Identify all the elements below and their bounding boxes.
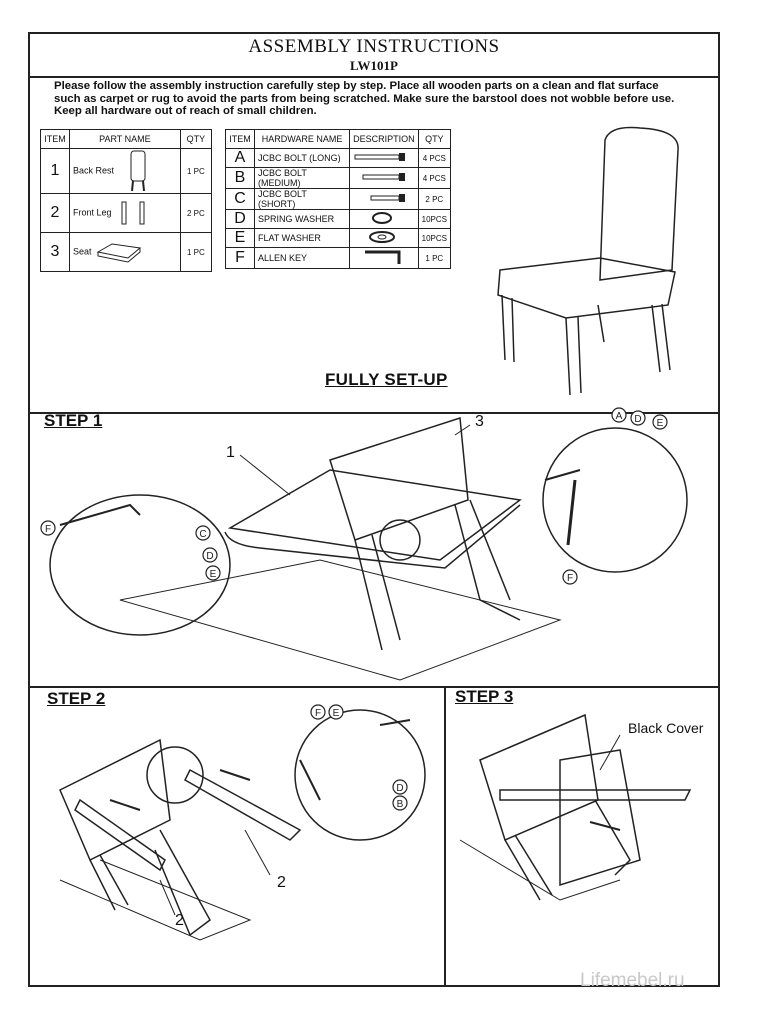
- description-cell: [349, 247, 419, 269]
- table-row: B JCBC BOLT (MEDIUM) 4 PCS: [225, 167, 452, 189]
- qty-cell: 4 PCS: [417, 167, 452, 189]
- hardware-name: JCBC BOLT (LONG): [253, 148, 351, 168]
- item-code: A: [225, 148, 255, 168]
- part-cell: Seat: [69, 232, 181, 272]
- description-cell: [349, 148, 419, 168]
- divider: [444, 686, 446, 987]
- divider: [30, 412, 718, 414]
- callout-number: 2: [175, 912, 184, 929]
- black-cover-label: Black Cover: [628, 720, 704, 736]
- qty-cell: 1 PC: [179, 148, 213, 194]
- medium-bolt-icon: [362, 173, 406, 181]
- parts-table: ITEM PART NAME QTY 1 Back Rest 1 PC 2 Fr…: [40, 129, 213, 272]
- table-header-row: ITEM HARDWARE NAME DESCRIPTION QTY: [225, 129, 452, 149]
- watermark: Lifemebel.ru: [580, 970, 685, 991]
- column-header: QTY: [417, 129, 452, 149]
- column-header: ITEM: [225, 129, 255, 149]
- item-code: F: [225, 247, 255, 269]
- hardware-name: FLAT WASHER: [253, 228, 351, 248]
- table-row: 1 Back Rest 1 PC: [40, 148, 213, 194]
- callout-number: 3: [475, 413, 484, 430]
- table-row: C JCBC BOLT (SHORT) 2 PC: [225, 188, 452, 210]
- step3-label: STEP 3: [455, 687, 514, 706]
- table-row: E FLAT WASHER 10PCS: [225, 228, 452, 248]
- qty-cell: 10PCS: [417, 209, 452, 229]
- qty-cell: 2 PC: [417, 188, 452, 210]
- part-name: Seat: [73, 246, 92, 257]
- callout-number: 2: [277, 874, 286, 891]
- item-code: D: [225, 209, 255, 229]
- qty-cell: 10PCS: [417, 228, 452, 248]
- step1-label: STEP 1: [44, 411, 103, 430]
- item-code: E: [225, 228, 255, 248]
- flat-washer-icon: [369, 231, 396, 243]
- description-cell: [349, 209, 419, 229]
- description-cell: [349, 228, 419, 248]
- column-header: PART NAME: [69, 129, 181, 149]
- description-cell: [349, 188, 419, 210]
- item-code: C: [225, 188, 255, 210]
- hardware-table: ITEM HARDWARE NAME DESCRIPTION QTY A JCB…: [225, 129, 452, 269]
- spring-washer-icon: [372, 212, 393, 224]
- table-row: 3 Seat 1 PC: [40, 232, 213, 272]
- long-bolt-icon: [354, 153, 406, 161]
- page-title: ASSEMBLY INSTRUCTIONS: [248, 36, 500, 57]
- allen-key-icon: [365, 250, 401, 264]
- front-leg-icon: [121, 201, 145, 225]
- item-code: B: [225, 167, 255, 189]
- description-cell: [349, 167, 419, 189]
- table-header-row: ITEM PART NAME QTY: [40, 129, 213, 149]
- table-row: F ALLEN KEY 1 PC: [225, 247, 452, 269]
- qty-cell: 2 PC: [179, 193, 213, 233]
- divider: [30, 76, 718, 78]
- part-name: Front Leg: [73, 207, 112, 218]
- model-number: LW101P: [350, 58, 398, 73]
- intro-line: Please follow the assembly instruction c…: [54, 80, 659, 92]
- table-row: A JCBC BOLT (LONG) 4 PCS: [225, 148, 452, 168]
- qty-cell: 1 PC: [179, 232, 213, 272]
- table-row: 2 Front Leg 2 PC: [40, 193, 213, 233]
- hardware-name: JCBC BOLT (MEDIUM): [253, 167, 351, 189]
- back-rest-icon: [130, 150, 146, 192]
- short-bolt-icon: [370, 194, 406, 202]
- part-cell: Back Rest: [69, 148, 181, 194]
- instruction-sheet: ASSEMBLY INSTRUCTIONS LW101P Please foll…: [28, 32, 720, 987]
- item-code: 2: [40, 193, 70, 233]
- callout-number: 1: [226, 444, 235, 461]
- item-code: 3: [40, 232, 70, 272]
- step2-label: STEP 2: [47, 689, 106, 708]
- intro-line: Keep all hardware out of reach of small …: [54, 105, 317, 118]
- intro-text: Please follow the assembly instruction c…: [54, 80, 704, 118]
- item-code: 1: [40, 148, 70, 194]
- table-row: D SPRING WASHER 10PCS: [225, 209, 452, 229]
- hardware-name: JCBC BOLT (SHORT): [253, 188, 351, 210]
- column-header: DESCRIPTION: [349, 129, 419, 149]
- seat-icon: [96, 243, 142, 263]
- divider: [30, 686, 718, 688]
- qty-cell: 1 PC: [417, 247, 452, 269]
- hardware-name: ALLEN KEY: [253, 247, 351, 269]
- column-header: ITEM: [40, 129, 70, 149]
- part-name: Back Rest: [73, 165, 115, 176]
- qty-cell: 4 PCS: [417, 148, 452, 168]
- part-cell: Front Leg: [69, 193, 181, 233]
- fully-setup-label: FULLY SET-UP: [325, 370, 448, 389]
- hardware-name: SPRING WASHER: [253, 209, 351, 229]
- column-header: QTY: [179, 129, 213, 149]
- column-header: HARDWARE NAME: [253, 129, 351, 149]
- intro-line: such as carpet or rug to avoid the parts…: [54, 92, 675, 105]
